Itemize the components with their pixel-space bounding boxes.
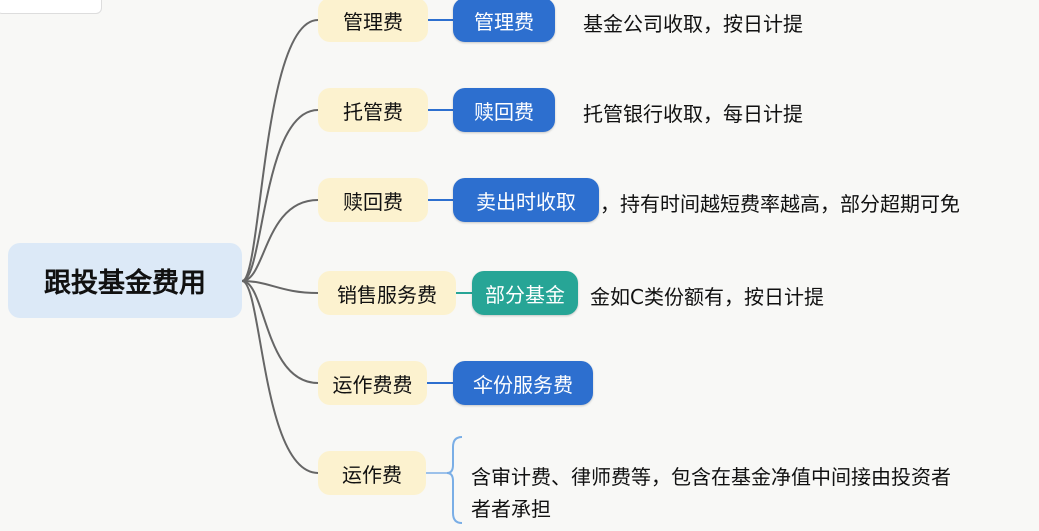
branch-management-fee[interactable]: 管理费 (318, 0, 428, 42)
tag-custody-fee[interactable]: 赎回费 (453, 88, 555, 132)
branch-redemption-fee[interactable]: 赎回费 (318, 178, 428, 222)
note-sales-service-fee: 金如C类份额有，按日计提 (590, 285, 824, 309)
connector-3 (241, 199, 319, 282)
connector-6 (241, 280, 319, 474)
tag-management-fee[interactable]: 管理费 (453, 0, 555, 42)
branch-operating-fee[interactable]: 运作费 (318, 451, 426, 495)
branch-custody-fee[interactable]: 托管费 (318, 88, 428, 132)
branch-operating-fee-2[interactable]: 运作费费 (318, 361, 427, 405)
note-management-fee: 基金公司收取，按日计提 (583, 12, 803, 36)
tag-operating-fee-2[interactable]: 伞份服务费 (453, 361, 593, 405)
tag-sales-service-fee[interactable]: 部分基金 (472, 271, 578, 315)
note-redemption-fee: ，持有时间越短费率越高，部分超期可免 (600, 192, 960, 216)
note-operating-fee-line-1: 含审计费、律师费等，包含在基金净值中间接由投资者 (471, 465, 951, 489)
connector-4 (241, 280, 319, 294)
note-custody-fee: 托管银行收取，每日计提 (583, 102, 803, 126)
note-operating-fee-line-2: 者者承担 (471, 497, 551, 521)
branch-sales-service-fee[interactable]: 销售服务费 (318, 271, 456, 315)
connector-2 (241, 109, 319, 282)
toolbar-button[interactable] (0, 0, 102, 14)
connector-1 (241, 19, 319, 282)
bracket (446, 436, 463, 524)
tag-redemption-fee[interactable]: 卖出时收取 (453, 178, 599, 222)
root-node[interactable]: 跟投基金费用 (8, 243, 242, 318)
connector-5 (241, 280, 319, 384)
